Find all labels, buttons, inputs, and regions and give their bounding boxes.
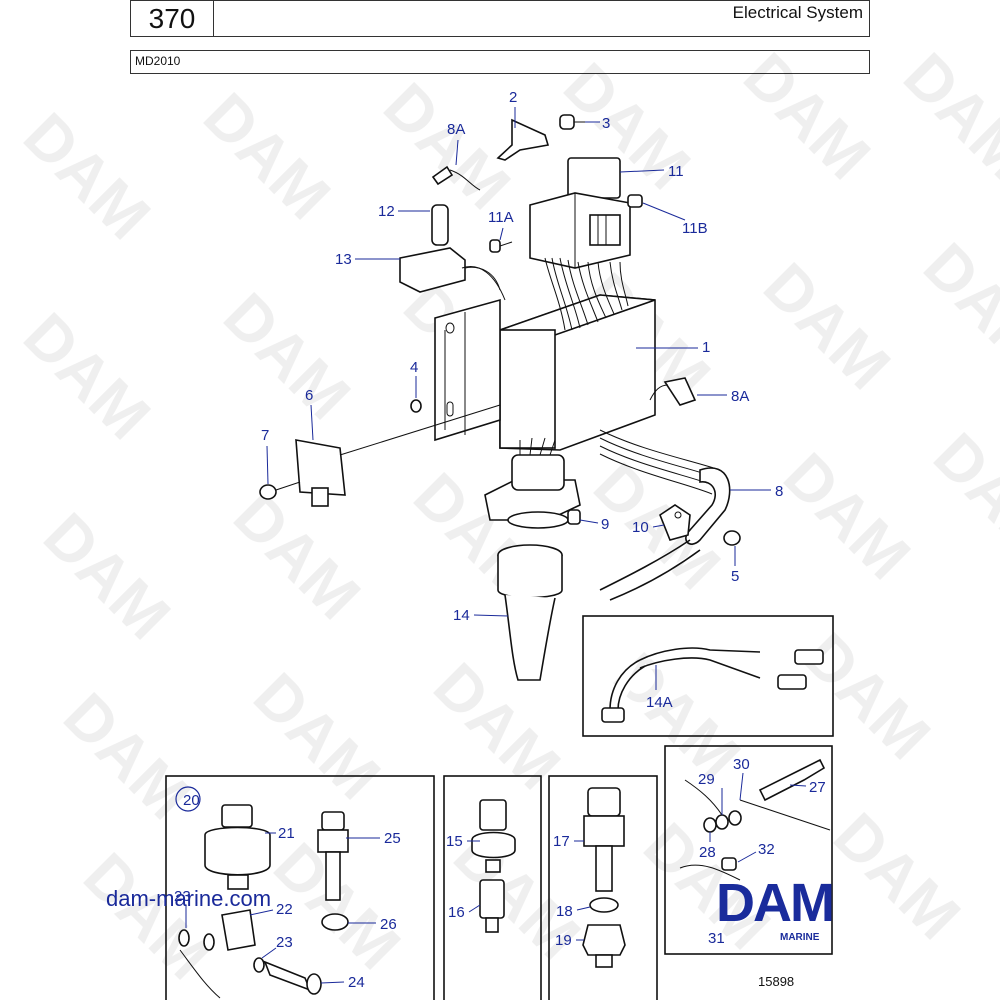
page-title: Electrical System: [732, 3, 863, 22]
svg-text:DAM: DAM: [750, 249, 904, 403]
callout-30: 30: [733, 756, 750, 773]
callout-6: 6: [305, 387, 313, 404]
dam-marine-logo: DAM MARINE: [716, 873, 896, 944]
callout-21: 21: [278, 825, 295, 842]
callout-17: 17: [553, 833, 570, 850]
callout-8: 8: [775, 483, 783, 500]
callout-23-top: 23: [174, 888, 191, 905]
callout-23-bottom: 23: [276, 934, 293, 951]
small-parts: [259, 114, 741, 546]
plug-harness-part-14: [497, 544, 563, 681]
callout-24: 24: [348, 974, 365, 991]
logo-main-text: DAM: [716, 873, 835, 933]
callout-18: 18: [556, 903, 573, 920]
svg-text:DAM: DAM: [920, 419, 1000, 573]
frame-17-19: [548, 775, 658, 1000]
mounting-bracket: [434, 298, 501, 442]
callout-11a: 11A: [488, 209, 514, 226]
callout-5: 5: [731, 568, 739, 585]
callout-7: 7: [261, 427, 269, 444]
callout-11: 11: [668, 163, 684, 180]
relay-block: [529, 157, 631, 269]
callout-labels: 2 3 8A 11 12 11A 11B 13 1 4 8A 6 7 8 9 1…: [174, 89, 826, 991]
callout-28: 28: [699, 844, 716, 861]
wire-bundle-top: [544, 257, 629, 331]
callout-12: 12: [378, 203, 395, 220]
callout-16: 16: [448, 904, 465, 921]
svg-text:DAM: DAM: [70, 839, 224, 993]
callout-25: 25: [384, 830, 401, 847]
svg-text:DAM: DAM: [890, 39, 1000, 193]
svg-text:DAM: DAM: [220, 479, 374, 633]
frame-15-16: [443, 775, 542, 1000]
svg-text:DAM: DAM: [10, 99, 164, 253]
svg-text:DAM: DAM: [730, 39, 884, 193]
callout-11b: 11B: [682, 220, 708, 237]
callout-20: 20: [183, 792, 200, 809]
frame-14a: [582, 615, 834, 737]
svg-text:DAM: DAM: [50, 679, 204, 833]
page-number: 370: [130, 0, 214, 37]
callout-14: 14: [453, 607, 470, 624]
callout-19: 19: [555, 932, 572, 949]
frame-20: [165, 775, 435, 1000]
svg-text:DAM: DAM: [440, 819, 594, 973]
svg-text:DAM: DAM: [370, 69, 524, 223]
svg-text:DAM: DAM: [10, 299, 164, 453]
main-connector: [484, 437, 581, 529]
svg-text:DAM: DAM: [770, 439, 924, 593]
drawing-number: 15898: [758, 974, 795, 989]
callout-3: 3: [602, 115, 610, 132]
model-box: MD2010: [130, 50, 870, 74]
callout-9: 9: [601, 516, 609, 533]
callout-29: 29: [698, 771, 715, 788]
callout-27: 27: [809, 779, 826, 796]
wire-bundle-lower: [599, 429, 731, 601]
callout-26: 26: [380, 916, 397, 933]
callout-22: 22: [276, 901, 293, 918]
callout-8a-top: 8A: [447, 121, 465, 138]
svg-text:DAM: DAM: [420, 649, 574, 803]
frame-27-32: [664, 745, 833, 955]
svg-text:DAM: DAM: [240, 659, 394, 813]
svg-text:DAM: DAM: [190, 79, 344, 233]
logo-sub-text: MARINE: [780, 932, 820, 943]
callout-10: 10: [632, 519, 649, 536]
callout-13: 13: [335, 251, 352, 268]
website-watermark: dam-marine.com: [106, 886, 272, 911]
svg-text:DAM: DAM: [910, 229, 1000, 383]
control-box-part-1: [499, 294, 656, 451]
svg-text:DAM: DAM: [790, 619, 944, 773]
page-title-box: Electrical System: [213, 0, 870, 37]
svg-text:DAM: DAM: [30, 499, 184, 653]
callout-2: 2: [509, 89, 517, 106]
callout-8a-right: 8A: [731, 388, 749, 405]
callout-31: 31: [708, 930, 725, 947]
callout-15: 15: [446, 833, 463, 850]
callout-32: 32: [758, 841, 775, 858]
callout-1: 1: [702, 339, 710, 356]
model-label: MD2010: [135, 54, 181, 68]
callout-14a: 14A: [646, 694, 673, 711]
svg-text:DAM: DAM: [210, 279, 364, 433]
callout-4: 4: [410, 359, 418, 376]
